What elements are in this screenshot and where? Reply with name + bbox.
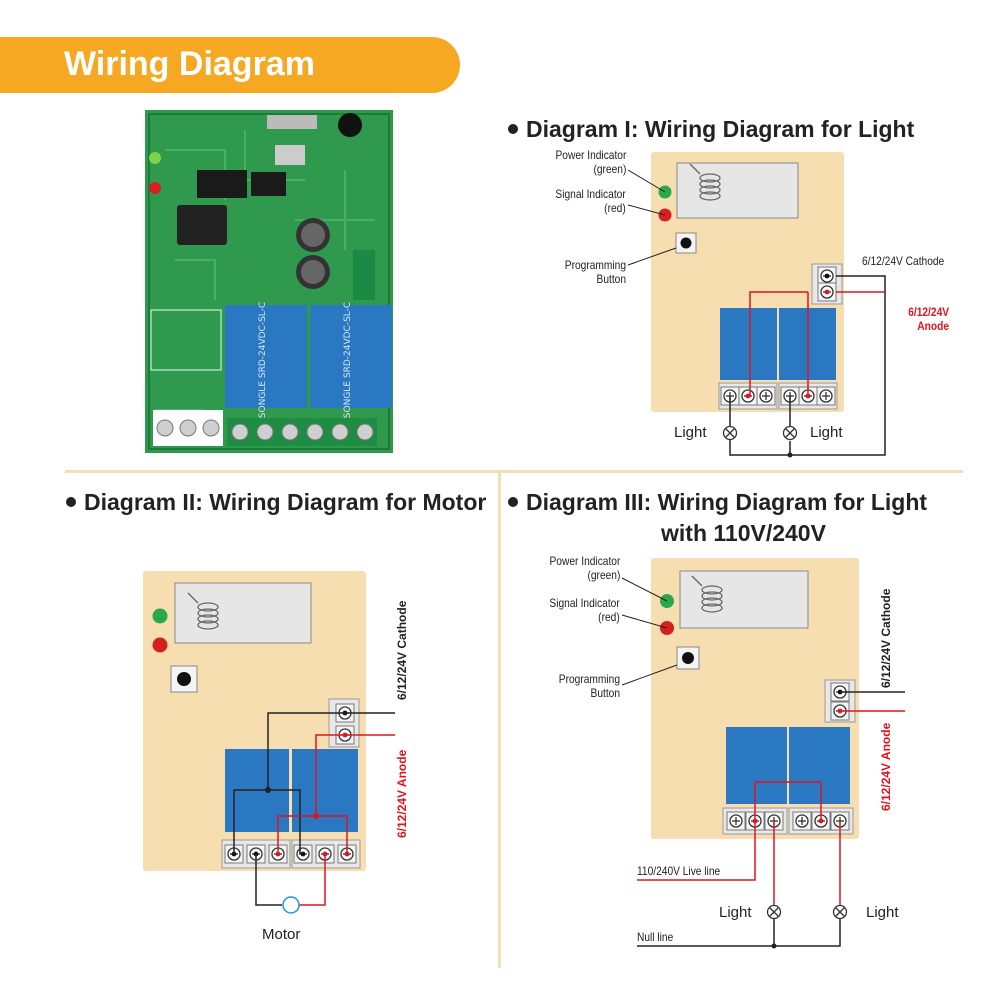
- diagram3-heading: Diagram III: Wiring Diagram for Light: [508, 489, 927, 516]
- d3-anode-label: 6/12/24V Anode: [879, 722, 893, 811]
- diagram3-heading-line1: Diagram III: Wiring Diagram for Light: [526, 489, 928, 515]
- d1-power-indicator-label: Power Indicator (green): [555, 148, 626, 176]
- diagram2-drawing: [143, 571, 395, 914]
- d3-live-line-label: 110/240V Live line: [637, 864, 721, 878]
- d1-light-right-label: Light: [810, 424, 843, 441]
- diagram3-heading-2: with 110V/240V: [661, 520, 826, 547]
- bullet-icon: [508, 496, 518, 507]
- d1-cathode-label: 6/12/24V Cathode: [862, 254, 945, 268]
- motor-icon: [282, 896, 300, 914]
- d3-light-right-label: Light: [866, 904, 899, 921]
- banner-title: Wiring Diagram: [64, 45, 315, 83]
- d1-anode-label: 6/12/24V Anode: [908, 305, 949, 333]
- pcb-illustration: SONGLE SRD-24VDC-SL-C SONGLE SRD-24VDC-S…: [145, 110, 393, 453]
- pcb-photo: SONGLE SRD-24VDC-SL-C SONGLE SRD-24VDC-S…: [145, 110, 393, 453]
- d1-programming-button-label: Programming Button: [564, 258, 626, 286]
- diagram3-drawing: [621, 558, 905, 949]
- d1-light-left-label: Light: [674, 424, 707, 441]
- svg-text:SONGLE SRD-24VDC-SL-C: SONGLE SRD-24VDC-SL-C: [258, 302, 268, 418]
- bullet-icon: [66, 496, 76, 507]
- divider-horizontal: [65, 470, 963, 473]
- diagram2-heading: Diagram II: Wiring Diagram for Motor: [66, 489, 486, 516]
- d2-anode-label: 6/12/24V Anode: [395, 749, 409, 838]
- svg-text:SONGLE SRD-24VDC-SL-C: SONGLE SRD-24VDC-SL-C: [343, 302, 353, 418]
- d2-cathode-label: 6/12/24V Cathode: [395, 600, 409, 700]
- d1-signal-indicator-label: Signal Indicator (red): [555, 187, 626, 215]
- d3-programming-button-label: Programming Button: [558, 672, 620, 700]
- d3-power-indicator-label: Power Indicator (green): [549, 554, 620, 582]
- diagram1-heading: Diagram I: Wiring Diagram for Light: [508, 116, 914, 143]
- bullet-icon: [508, 123, 518, 134]
- d3-light-left-label: Light: [719, 904, 752, 921]
- diagram1-heading-text: Diagram I: Wiring Diagram for Light: [526, 116, 915, 142]
- diagram1-drawing: [627, 152, 886, 458]
- diagram2-heading-text: Diagram II: Wiring Diagram for Motor: [84, 489, 487, 515]
- title-banner: Wiring Diagram: [0, 37, 460, 93]
- d3-null-line-label: Null line: [637, 930, 674, 944]
- diagram3-heading-line2: with 110V/240V: [661, 520, 826, 546]
- divider-vertical: [498, 473, 501, 968]
- d3-cathode-label: 6/12/24V Cathode: [879, 588, 893, 688]
- d2-motor-label: Motor: [262, 926, 301, 943]
- d3-signal-indicator-label: Signal Indicator (red): [549, 596, 620, 624]
